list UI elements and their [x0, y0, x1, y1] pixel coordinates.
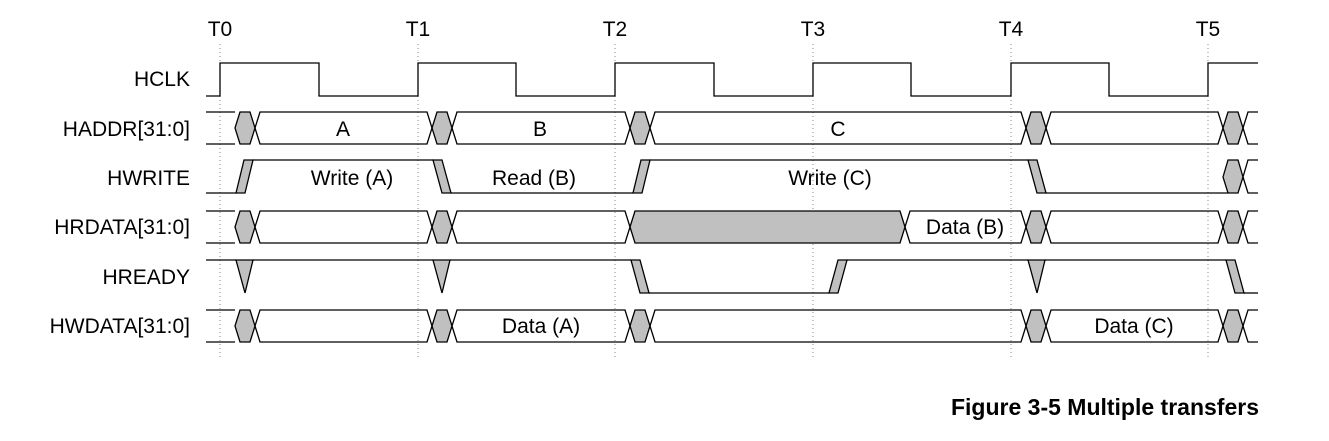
hwdata-transition-t4 [1025, 309, 1047, 343]
signal-name-hclk: HCLK [134, 68, 190, 91]
haddr-c-segment [649, 111, 1027, 145]
hclk-waveform [206, 62, 1258, 97]
haddr-transition-t4 [1025, 111, 1047, 145]
signal-name-hwdata: HWDATA[31:0] [50, 315, 190, 338]
haddr-b-segment [451, 111, 631, 145]
hwrite-label-a: Write (A) [311, 167, 393, 190]
hrdata-transition-t5 [1222, 210, 1244, 244]
time-label-t3: T3 [801, 18, 826, 41]
figure-caption: Figure 3-5 Multiple transfers [950, 394, 1259, 420]
signal-name-hwrite: HWRITE [107, 167, 190, 190]
hready-fall-t2 [630, 259, 650, 294]
hwdata-transition-t2 [629, 309, 651, 343]
hready-pulse-t0 [235, 259, 254, 294]
hrdata-transition-t4 [1025, 210, 1047, 244]
hwrite-transition-t4 [1027, 159, 1047, 194]
haddr-transition-t2 [629, 111, 651, 145]
hwdata-transition-t5 [1222, 309, 1244, 343]
hwrite-label-c: Write (C) [788, 167, 872, 190]
hwrite-transition-t1 [432, 159, 452, 194]
time-labels: T0 T1 T2 T3 T4 T5 [208, 18, 1221, 41]
hwdata-label-a: Data (A) [502, 315, 580, 338]
haddr-label-b: B [533, 118, 547, 141]
hready-fall-t5 [1225, 259, 1245, 294]
timing-diagram: T0 T1 T2 T3 T4 T5 HCLK HADDR[31:0] HWRIT… [50, 18, 1258, 360]
signal-names: HCLK HADDR[31:0] HWRITE HRDATA[31:0] HRE… [50, 68, 190, 338]
hwdata-waveform [206, 309, 1258, 343]
hready-rise-t3 [828, 259, 848, 294]
hwrite-transition-t2 [632, 159, 651, 194]
hwrite-waveform [206, 159, 1258, 194]
time-label-t5: T5 [1196, 18, 1221, 41]
hrdata-wait-shaded [629, 210, 906, 244]
time-label-t4: T4 [999, 18, 1024, 41]
hwrite-transition-t5 [1222, 159, 1244, 194]
hready-pulse-t1 [432, 259, 451, 294]
hrdata-transition-t0 [234, 210, 256, 244]
haddr-waveform [206, 111, 1258, 145]
haddr-a-segment [254, 111, 433, 145]
hwdata-label-c: Data (C) [1094, 315, 1173, 338]
hwrite-transition-t0 [235, 159, 254, 194]
time-label-t0: T0 [208, 18, 233, 41]
hrdata-data-b-segment [904, 210, 1027, 244]
time-label-t2: T2 [603, 18, 628, 41]
hwrite-label-b: Read (B) [492, 167, 576, 190]
signal-name-haddr: HADDR[31:0] [63, 118, 190, 141]
hwdata-transition-t0 [234, 309, 256, 343]
haddr-label-a: A [336, 118, 350, 141]
time-label-t1: T1 [406, 18, 431, 41]
hrdata-waveform [206, 210, 1258, 244]
haddr-transition-t0 [234, 111, 256, 145]
hwdata-data-c-segment [1045, 309, 1224, 343]
hwdata-transition-t1 [431, 309, 453, 343]
edge-gridlines [219, 44, 1209, 360]
waveform-labels: A B C Write (A) Read (B) Write (C) Data … [311, 118, 1174, 338]
hrdata-transition-t1 [431, 210, 453, 244]
haddr-transition-t5 [1222, 111, 1244, 145]
hwdata-data-a-segment [451, 309, 631, 343]
hrdata-label-b: Data (B) [926, 216, 1004, 239]
haddr-transition-t1 [431, 111, 453, 145]
haddr-label-c: C [830, 118, 845, 141]
hready-pulse-t4 [1027, 259, 1046, 294]
signal-name-hready: HREADY [102, 266, 190, 289]
hready-waveform [206, 259, 1258, 294]
signal-name-hrdata: HRDATA[31:0] [54, 216, 190, 239]
